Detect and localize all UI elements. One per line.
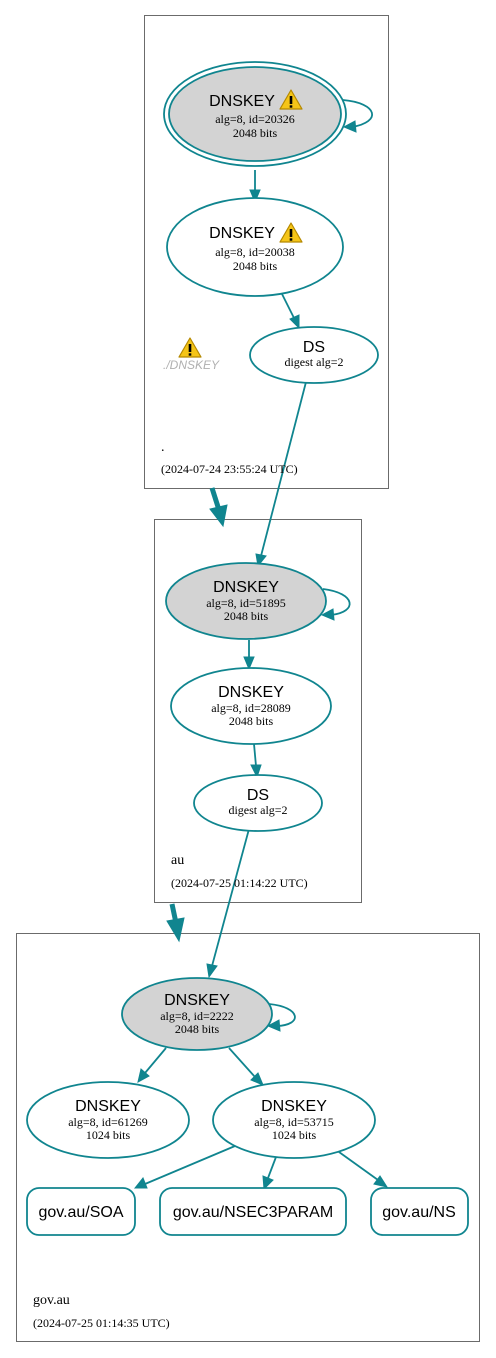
- gov-au-zsk1-ellipse: [26, 1081, 190, 1159]
- gov-au-ksk-detail: alg=8, id=2222: [160, 1009, 234, 1023]
- au-zsk-node[interactable]: DNSKEY alg=8, id=28089 2048 bits: [170, 667, 332, 745]
- rrset-soa-label: gov.au/SOA: [38, 1204, 123, 1221]
- edge-root-ksk-self-signature: [342, 99, 373, 128]
- au-ksk-size: 2048 bits: [224, 609, 269, 623]
- edge-gov-au-ksk-to-zsk2: [228, 1047, 256, 1078]
- arrowhead: [266, 1019, 281, 1032]
- edge-au-ksk-self-signature: [322, 588, 351, 616]
- arrowhead: [320, 608, 335, 621]
- root-dnskey-warning-label: ./DNSKEY: [163, 358, 220, 372]
- root-ds-title: DS: [303, 339, 325, 356]
- arrowhead: [289, 314, 300, 330]
- au-zsk-detail: alg=8, id=28089: [211, 701, 291, 715]
- au-ksk-detail: alg=8, id=51895: [206, 596, 286, 610]
- rrset-nsec3param-node[interactable]: gov.au/NSEC3PARAM: [159, 1187, 347, 1236]
- au-zsk-size: 2048 bits: [229, 714, 274, 728]
- zone-au-timestamp: (2024-07-25 01:14:22 UTC): [171, 876, 308, 890]
- edge-gov-au-ksk-self-signature: [268, 1003, 296, 1027]
- root-ksk-detail: alg=8, id=20326: [215, 112, 295, 126]
- zone-gov-au-timestamp: (2024-07-25 01:14:35 UTC): [33, 1316, 170, 1330]
- arrowhead: [133, 1177, 148, 1189]
- arrowhead: [342, 120, 357, 133]
- au-ds-title: DS: [247, 787, 269, 804]
- root-ksk-title: DNSKEY: [209, 93, 275, 110]
- root-zsk-title: DNSKEY: [209, 225, 275, 242]
- root-ds-detail: digest alg=2: [284, 355, 343, 369]
- gov-au-ksk-node[interactable]: DNSKEY alg=8, id=2222 2048 bits: [121, 977, 273, 1051]
- arrowhead: [249, 189, 261, 204]
- arrowhead: [209, 504, 228, 528]
- root-ds-node[interactable]: DS digest alg=2: [249, 326, 379, 384]
- root-zsk-detail: alg=8, id=20038: [215, 245, 295, 259]
- rrset-soa-box: [26, 1187, 136, 1236]
- arrowhead: [373, 1175, 389, 1188]
- au-ds-ellipse: [193, 774, 323, 832]
- edge-au-ds-to-gov-au-ksk: [211, 828, 250, 967]
- edge-gov-au-ksk-to-zsk1: [144, 1047, 167, 1074]
- arrowhead: [206, 963, 218, 979]
- au-zsk-ellipse: [170, 667, 332, 745]
- arrowhead: [243, 656, 255, 671]
- rrset-nsec3param-box: [159, 1187, 347, 1236]
- zone-root-name: .: [161, 440, 165, 455]
- root-ksk-node[interactable]: DNSKEY alg=8, id=20326 2048 bits: [163, 61, 347, 167]
- edge-root-zsk-to-ds: [281, 293, 295, 319]
- gov-au-ksk-size: 2048 bits: [175, 1022, 220, 1036]
- rrset-soa-node[interactable]: gov.au/SOA: [26, 1187, 136, 1236]
- rrset-nsec3param-label: gov.au/NSEC3PARAM: [173, 1204, 333, 1221]
- gov-au-zsk1-detail: alg=8, id=61269: [68, 1115, 148, 1129]
- root-ksk-ellipse: [168, 66, 342, 162]
- root-ds-ellipse: [249, 326, 379, 384]
- gov-au-ksk-ellipse: [121, 977, 273, 1051]
- gov-au-zsk1-title: DNSKEY: [75, 1098, 141, 1115]
- zone-gov-au-name: gov.au: [33, 1293, 70, 1308]
- zone-au-name: au: [171, 853, 184, 868]
- arrowhead: [250, 764, 262, 779]
- gov-au-zsk2-ellipse: [212, 1081, 376, 1159]
- gov-au-zsk1-size: 1024 bits: [86, 1128, 131, 1142]
- root-zsk-size: 2048 bits: [233, 259, 278, 273]
- edge-au-zsk-to-ds: [253, 743, 257, 767]
- arrowhead: [250, 1072, 264, 1086]
- gov-au-zsk2-node[interactable]: DNSKEY alg=8, id=53715 1024 bits: [212, 1081, 376, 1159]
- gov-au-zsk1-node[interactable]: DNSKEY alg=8, id=61269 1024 bits: [26, 1081, 190, 1159]
- gov-au-zsk2-detail: alg=8, id=53715: [254, 1115, 334, 1129]
- edge-zsk2-to-ns: [338, 1151, 379, 1181]
- edge-zsk2-to-soa: [144, 1145, 236, 1185]
- root-zsk-ellipse: [166, 197, 344, 297]
- rrset-ns-node[interactable]: gov.au/NS: [370, 1187, 469, 1236]
- au-ksk-ellipse: [165, 562, 327, 640]
- delegation-root-to-au: [209, 487, 222, 511]
- arrowhead: [166, 917, 185, 943]
- au-ksk-node[interactable]: DNSKEY alg=8, id=51895 2048 bits: [165, 562, 327, 640]
- au-ksk-title: DNSKEY: [213, 579, 279, 596]
- root-zsk-node[interactable]: DNSKEY alg=8, id=20038 2048 bits: [166, 197, 344, 297]
- root-ksk-size: 2048 bits: [233, 126, 278, 140]
- arrowhead: [262, 1175, 274, 1191]
- rrset-ns-box: [370, 1187, 469, 1236]
- au-ds-node[interactable]: DS digest alg=2: [193, 774, 323, 832]
- zone-root-timestamp: (2024-07-24 23:55:24 UTC): [161, 462, 298, 476]
- edge-root-ds-to-au-ksk: [260, 381, 307, 557]
- rrset-ns-label: gov.au/NS: [382, 1204, 456, 1221]
- root-dnskey-warning[interactable]: ./DNSKEY: [163, 337, 220, 372]
- arrowhead: [137, 1068, 150, 1083]
- edge-zsk2-to-nsec3param: [267, 1156, 277, 1179]
- gov-au-zsk2-size: 1024 bits: [272, 1128, 317, 1142]
- root-ksk-outer-ring: [163, 61, 347, 167]
- gov-au-ksk-title: DNSKEY: [164, 992, 230, 1009]
- au-ds-detail: digest alg=2: [228, 803, 287, 817]
- gov-au-zsk2-title: DNSKEY: [261, 1098, 327, 1115]
- au-zsk-title: DNSKEY: [218, 684, 284, 701]
